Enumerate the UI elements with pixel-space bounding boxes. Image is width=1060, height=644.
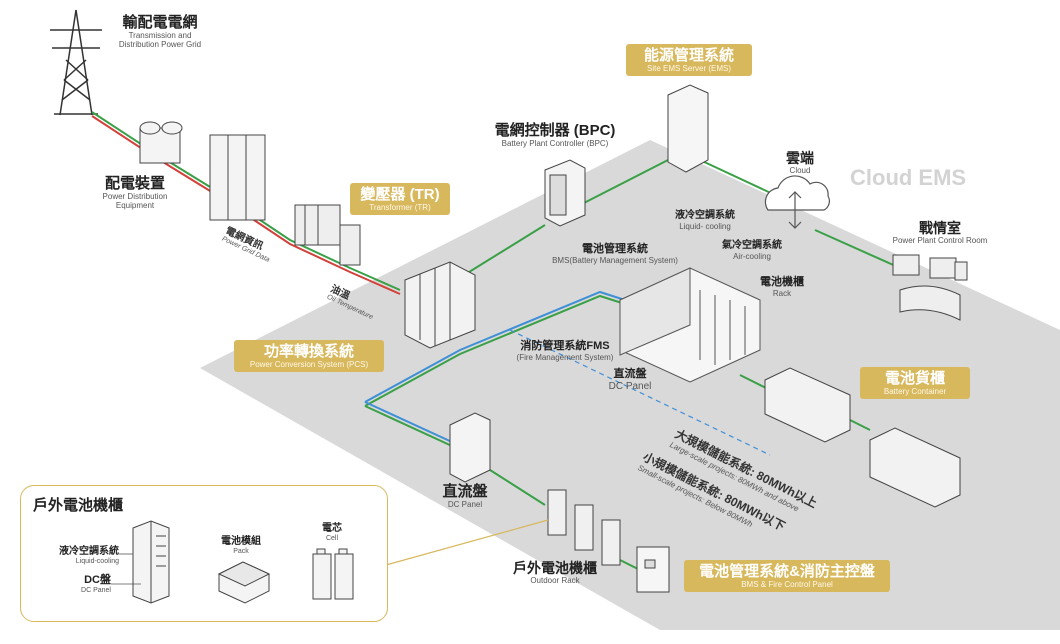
dc-panel-small-label: 直流盤 DC Panel (600, 368, 660, 392)
distribution-label-en1: Power Distribution (102, 192, 168, 202)
inset-cell-zh: 電芯 (322, 523, 342, 534)
grid-label-zh: 輸配電電網 (122, 14, 198, 31)
pcs-cabinet-icon (404, 261, 476, 349)
dc-panel-small-en: DC Panel (608, 380, 652, 392)
container-zh: 電池貨櫃 (884, 370, 945, 387)
bms-fire-zh: 電池管理系統&消防主控盤 (699, 563, 875, 580)
fms-en: (Fire Management System) (516, 352, 614, 362)
inset-rack-icon (132, 520, 170, 604)
dc-panel-zh: 直流盤 (442, 483, 488, 500)
control-room-icon (892, 254, 968, 321)
scale-divider (509, 329, 771, 456)
distribution-label-en2: Equipment (115, 201, 155, 211)
control-room-label: 戰情室 Power Plant Control Room (880, 220, 1000, 245)
inset-connector (385, 519, 549, 566)
cloud-ems-title: Cloud EMS (850, 165, 967, 190)
bpc-label: 電網控制器 (BPC) Battery Plant Controller (BP… (480, 122, 630, 148)
outdoor-rack-label: 戶外電池機櫃 Outdoor Rack (500, 560, 610, 585)
transmission-tower-icon (50, 9, 102, 116)
rack-label: 電池機櫃 Rack (752, 276, 812, 298)
distribution-label: 配電裝置 Power Distribution Equipment (90, 175, 180, 211)
transformer-icon (294, 204, 361, 266)
inset-dc-label: DC盤 DC Panel (61, 574, 111, 595)
cloud-icon (764, 175, 830, 229)
inset-pack-icon (217, 561, 271, 604)
bms-en: BMS(Battery Management System) (552, 255, 678, 265)
container-en: Battery Container (883, 387, 947, 397)
ems-zh: 能源管理系統 (643, 47, 734, 64)
cloud-label: 雲端 Cloud (770, 150, 830, 175)
outdoor-rack-inset: 戶外電池機櫃 液冷空調系統 Liquid-cooling DC盤 DC Pane… (20, 485, 388, 622)
ems-platform (200, 140, 1060, 630)
transformer-badge: 變壓器 (TR) Transformer (TR) (350, 183, 450, 216)
battery-room-icon (619, 267, 761, 383)
inset-liquid-en: Liquid-cooling (75, 557, 119, 565)
air-cooling-zh: 氣冷空調系統 (722, 240, 782, 251)
liquid-cooling-zh: 液冷空調系統 (675, 210, 735, 221)
rack-zh: 電池機櫃 (760, 276, 804, 288)
outdoor-rack-zh: 戶外電池機櫃 (513, 560, 597, 576)
bms-fire-badge: 電池管理系統&消防主控盤 BMS & Fire Control Panel (684, 560, 890, 593)
inset-cell-en: Cell (325, 534, 339, 542)
dc-panel-label: 直流盤 DC Panel (425, 483, 505, 509)
ems-en: Site EMS Server (EMS) (646, 64, 731, 74)
container-badge: 電池貨櫃 Battery Container (860, 367, 970, 400)
cloud-en: Cloud (789, 166, 811, 176)
inset-canvas (111, 520, 354, 604)
inset-liquid-label: 液冷空調系統 Liquid-cooling (41, 546, 119, 566)
ems-server-icon (667, 84, 709, 173)
inset-dc-en: DC Panel (81, 586, 111, 594)
dc-bus-lines (364, 290, 626, 453)
inset-pack-zh: 電池模組 (221, 536, 261, 547)
dc-panel-icon (449, 412, 491, 483)
control-room-zh: 戰情室 (919, 220, 961, 236)
dc-panel-small-zh: 直流盤 (613, 368, 647, 380)
bms-fire-panel-icon (636, 546, 670, 593)
outdoor-rack-en: Outdoor Rack (530, 576, 580, 586)
dc-panel-en: DC Panel (447, 500, 483, 510)
inset-cell-label: 電芯 Cell (309, 523, 355, 543)
inset-pack-label: 電池模組 Pack (213, 536, 269, 556)
inset-title: 戶外電池機櫃 (33, 497, 124, 514)
grid-label-en2: Distribution Power Grid (118, 40, 202, 50)
transformer-en: Transformer (TR) (369, 203, 431, 213)
control-room-en: Power Plant Control Room (892, 236, 988, 246)
battery-container-icon (764, 367, 961, 508)
grid-label: 輸配電電網 Transmission and Distribution Powe… (105, 14, 215, 50)
bms-fire-en: BMS & Fire Control Panel (741, 580, 833, 590)
inset-cell-icon (312, 548, 354, 600)
distribution-equipment-icon (139, 121, 266, 221)
air-cooling-label: 氣冷空調系統 Air-cooling (712, 240, 792, 261)
transformer-zh: 變壓器 (TR) (360, 186, 440, 203)
bpc-en: Battery Plant Controller (BPC) (501, 139, 609, 149)
inset-pack-en: Pack (233, 547, 249, 555)
distribution-label-zh: 配電裝置 (104, 175, 165, 192)
liquid-cooling-en: Liquid- cooling (679, 221, 731, 231)
bms-label: 電池管理系統 BMS(Battery Management System) (550, 243, 680, 265)
air-cooling-en: Air-cooling (733, 251, 771, 261)
cloud-zh: 雲端 (786, 150, 814, 166)
inset-liquid-zh: 液冷空調系統 (59, 546, 119, 557)
liquid-cooling-label: 液冷空調系統 Liquid- cooling (665, 210, 745, 231)
rack-en: Rack (772, 288, 792, 298)
ems-badge: 能源管理系統 Site EMS Server (EMS) (626, 44, 752, 77)
fms-label: 消防管理系統FMS (Fire Management System) (505, 340, 625, 362)
bms-zh: 電池管理系統 (582, 243, 648, 255)
pcs-badge: 功率轉換系統 Power Conversion System (PCS) (234, 340, 384, 373)
bpc-cabinet-icon (544, 159, 586, 227)
inset-dc-zh: DC盤 (84, 574, 111, 586)
fms-zh: 消防管理系統FMS (520, 340, 610, 352)
pcs-zh: 功率轉換系統 (263, 343, 354, 360)
pcs-en: Power Conversion System (PCS) (249, 360, 369, 370)
bpc-zh: 電網控制器 (BPC) (494, 122, 616, 139)
grid-label-en1: Transmission and (128, 31, 192, 41)
outdoor-rack-icon (547, 489, 621, 566)
